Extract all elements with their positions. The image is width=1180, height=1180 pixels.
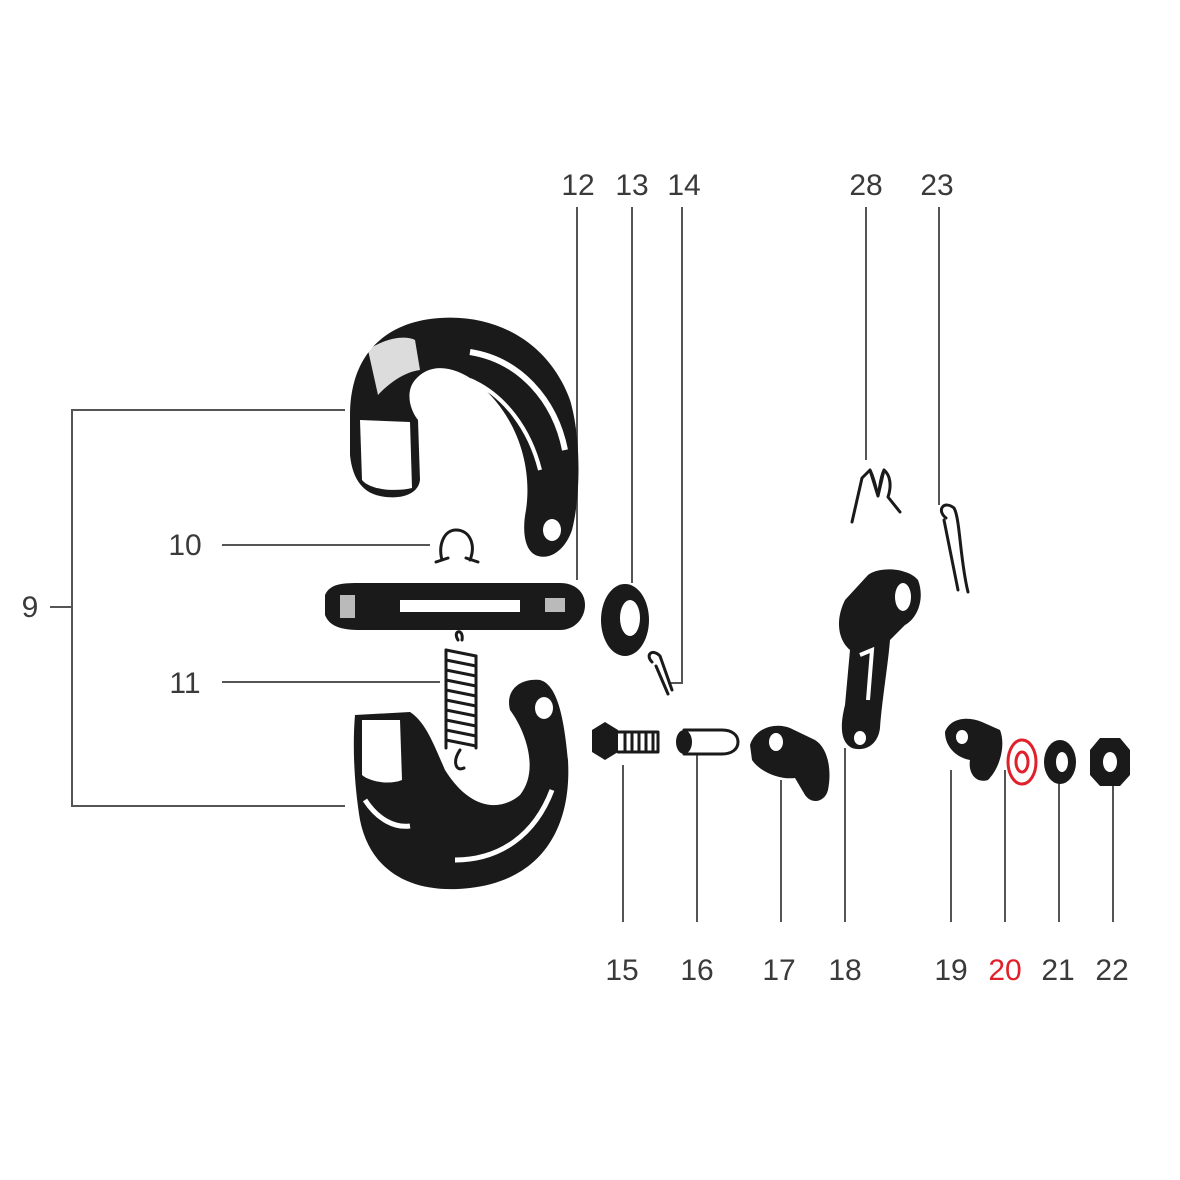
label-10: 10 [168, 529, 201, 562]
part-15-bolt [592, 722, 660, 760]
part-13-washer [601, 584, 649, 656]
part-labels: 9 10 11 12 13 14 28 23 15 16 17 18 19 20… [22, 169, 1129, 987]
part-28-spring [850, 468, 902, 524]
part-11-spring [444, 630, 478, 771]
part-22-nut [1090, 738, 1130, 786]
part-17-cam-lever [750, 725, 830, 802]
lower-brake-shoe [353, 679, 569, 890]
label-20-highlighted: 20 [988, 954, 1021, 987]
part-23-split-pin [940, 503, 970, 594]
part-16-pin [676, 728, 740, 756]
label-13: 13 [615, 169, 648, 202]
leader-14 [668, 207, 683, 684]
leader-lines [50, 207, 1114, 922]
part-10-clip [434, 528, 480, 564]
label-22: 22 [1095, 954, 1128, 987]
part-20-washer [1006, 738, 1038, 786]
label-17: 17 [762, 954, 795, 987]
label-15: 15 [605, 954, 638, 987]
leader-9 [50, 409, 345, 807]
label-12: 12 [561, 169, 594, 202]
label-16: 16 [680, 954, 713, 987]
label-21: 21 [1041, 954, 1074, 987]
label-11: 11 [169, 667, 200, 700]
part-19-lever [945, 718, 1003, 781]
label-28: 28 [849, 169, 882, 202]
label-18: 18 [828, 954, 861, 987]
label-14: 14 [667, 169, 700, 202]
part-21-washer [1044, 740, 1076, 784]
label-9: 9 [22, 591, 39, 624]
brake-shoe-pin [325, 583, 585, 630]
upper-brake-shoe [350, 317, 579, 557]
label-19: 19 [934, 954, 967, 987]
part-18-brake-arm [838, 569, 921, 750]
part-14-split-pin [647, 651, 674, 696]
label-23: 23 [920, 169, 953, 202]
